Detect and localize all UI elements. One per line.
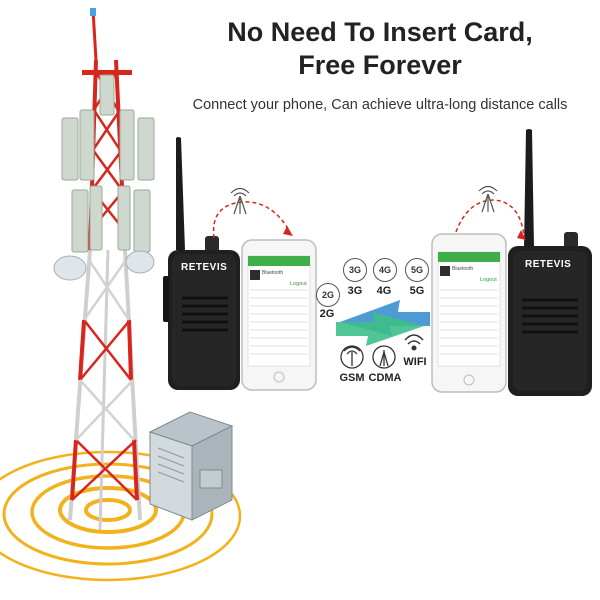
- badge-3g: 3G: [343, 258, 367, 282]
- home-button-icon: [463, 374, 475, 386]
- left-walkie-talkie: [163, 137, 240, 390]
- headline-line-1: No Need To Insert Card,: [227, 17, 533, 47]
- label-wifi: WIFI: [403, 356, 427, 368]
- headline-line-2: Free Forever: [298, 50, 462, 80]
- data-exchange-arrows: [336, 300, 430, 346]
- tower-antenna-icon: [478, 185, 498, 213]
- label-2g: 2G: [319, 308, 335, 320]
- right-walkie-talkie: [508, 129, 592, 396]
- equipment-cabinet: [148, 411, 234, 521]
- left-phone-logout: Logout: [290, 281, 307, 287]
- label-4g: 4G: [376, 285, 392, 297]
- badge-5g: 5G: [405, 258, 429, 282]
- cdma-icon: [372, 345, 396, 369]
- left-radio-brand: RETEVIS: [181, 262, 228, 273]
- badge-4g: 4G: [373, 258, 397, 282]
- left-transmission-signal: [212, 187, 293, 239]
- badge-2g: 2G: [316, 283, 340, 307]
- tower-antenna-icon: [230, 187, 250, 215]
- label-gsm: GSM: [339, 372, 365, 384]
- right-radio-brand: RETEVIS: [525, 259, 572, 270]
- home-button-icon: [273, 371, 285, 383]
- gsm-icon: [340, 345, 364, 369]
- right-smartphone: [431, 233, 507, 393]
- right-phone-logout: Logout: [480, 277, 497, 283]
- right-phone-title: Bluetooth: [452, 266, 474, 272]
- beacon-light: [90, 8, 96, 16]
- label-cdma: CDMA: [368, 372, 402, 384]
- label-3g: 3G: [347, 285, 363, 297]
- antenna-panels: [61, 74, 155, 253]
- dish-antennas: [53, 250, 155, 281]
- wifi-icon: [404, 334, 424, 351]
- right-transmission-signal: [455, 185, 526, 240]
- label-5g: 5G: [409, 285, 425, 297]
- subheadline: Connect your phone, Can achieve ultra-lo…: [192, 97, 568, 113]
- left-phone-title: Bluetooth: [262, 270, 284, 276]
- left-smartphone: [241, 239, 317, 391]
